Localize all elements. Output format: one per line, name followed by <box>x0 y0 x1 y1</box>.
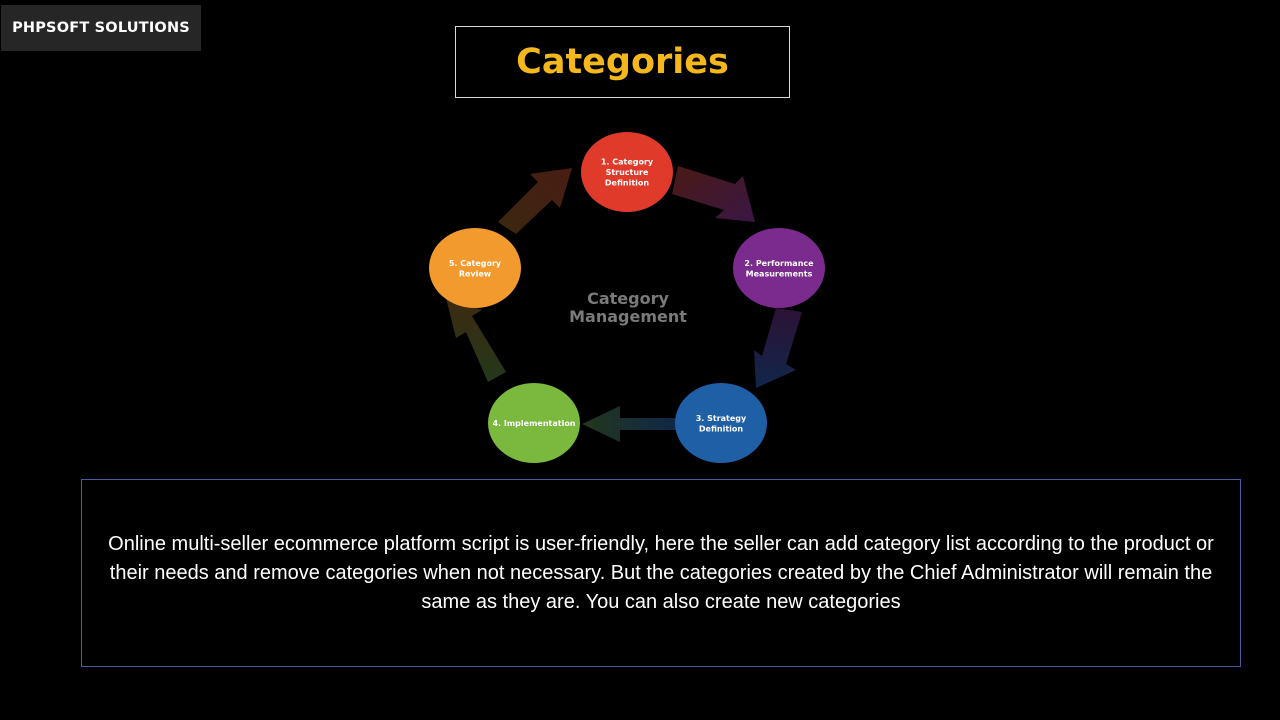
cycle-step-label: Structure <box>606 168 649 177</box>
page-title: Categories <box>516 42 729 82</box>
center-label-line-2: Management <box>569 307 687 326</box>
center-label-line-1: Category <box>587 289 669 308</box>
cycle-step-4: 4. Implementation <box>488 383 580 463</box>
cycle-step-circle <box>733 228 825 308</box>
title-box: Categories <box>455 26 790 98</box>
arrow-2-to-3 <box>754 308 802 388</box>
cycle-step-label: 3. Strategy <box>696 414 747 423</box>
cycle-step-label: Definition <box>699 424 743 433</box>
cycle-step-circle <box>675 383 767 463</box>
cycle-step-circle <box>429 228 521 308</box>
arrow-3-to-4 <box>582 406 676 442</box>
cycle-step-label: Definition <box>605 179 649 188</box>
brand-badge: PHPSOFT SOLUTIONS <box>1 5 201 51</box>
cycle-step-label: Review <box>459 269 492 278</box>
cycle-step-label: 5. Category <box>449 259 502 268</box>
description-box: Online multi-seller ecommerce platform s… <box>81 479 1241 667</box>
cycle-step-label: Measurements <box>746 269 813 278</box>
description-text: Online multi-seller ecommerce platform s… <box>108 532 1214 613</box>
cycle-step-circle <box>581 132 673 212</box>
arrow-5-to-1 <box>498 168 572 234</box>
cycle-step-label: 4. Implementation <box>492 419 575 428</box>
arrow-1-to-2 <box>672 166 755 222</box>
cycle-step-label: 1. Category <box>601 158 654 167</box>
brand-label: PHPSOFT SOLUTIONS <box>12 20 190 36</box>
cycle-svg: Category Management 1. CategoryStructure… <box>429 132 825 463</box>
cycle-step-label: 2. Performance <box>744 259 814 268</box>
arrow-4-to-5 <box>446 298 506 382</box>
cycle-step-circle <box>488 383 580 463</box>
